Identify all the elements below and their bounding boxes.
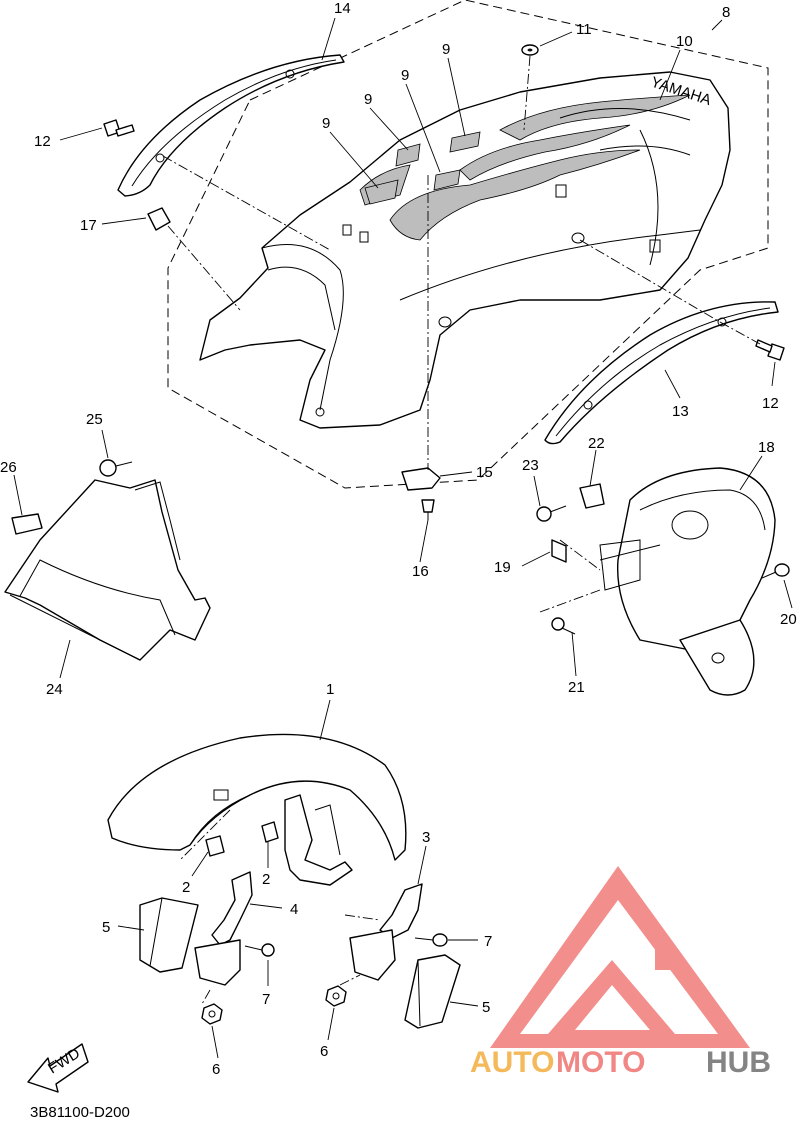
bracket-22	[579, 483, 605, 509]
callout-20: 20	[780, 611, 797, 628]
callout-5-b: 5	[482, 999, 490, 1016]
reflector-left	[139, 897, 199, 973]
diagram-code: 3B81100-D200	[30, 1104, 130, 1121]
bolt-25	[99, 459, 133, 477]
callout-22: 22	[588, 435, 605, 452]
callout-12-b: 12	[762, 395, 779, 412]
callout-17: 17	[80, 217, 97, 234]
callout-16: 16	[412, 563, 429, 580]
taillight-assembly	[599, 467, 776, 696]
callout-4: 4	[290, 901, 298, 918]
callout-26: 26	[0, 459, 17, 476]
grommet	[147, 207, 171, 231]
callout-9-c: 9	[364, 91, 372, 108]
watermark-hub: HUB	[706, 1046, 771, 1079]
callout-18: 18	[758, 439, 775, 456]
screw-16	[421, 499, 435, 520]
bolt-12-right	[755, 339, 785, 361]
callout-8: 8	[722, 4, 730, 21]
callout-13: 13	[672, 403, 689, 420]
washer	[521, 44, 539, 56]
screw-23	[536, 505, 567, 522]
callout-7-b: 7	[262, 991, 270, 1008]
callout-6-b: 6	[320, 1043, 328, 1060]
bolt-2-right	[261, 821, 279, 843]
bolt-7-right	[414, 933, 448, 947]
bolt-2-left	[205, 835, 225, 857]
lower-cover	[4, 479, 211, 661]
rear-fender-stay-left	[117, 54, 345, 197]
callout-24: 24	[46, 681, 63, 698]
callout-2-b: 2	[262, 871, 270, 888]
watermark-logo	[490, 866, 750, 1048]
bolt-7-left	[244, 943, 275, 957]
callout-3: 3	[422, 829, 430, 846]
rear-fender: YAMAHA	[199, 71, 731, 429]
reflector-right	[404, 954, 461, 1029]
bracket-19	[551, 539, 567, 563]
decal-pads	[364, 131, 481, 205]
callout-19: 19	[494, 559, 511, 576]
front-fender	[107, 733, 407, 861]
callout-9-a: 9	[442, 41, 450, 58]
front-fender-stay	[284, 794, 353, 886]
callout-2-a: 2	[182, 879, 190, 896]
rear-fender-group-boundary	[167, 0, 769, 489]
clip	[401, 467, 441, 491]
callout-21: 21	[568, 679, 585, 696]
callout-25: 25	[86, 411, 103, 428]
callout-11: 11	[576, 21, 592, 38]
front-fender-bracket-3	[349, 883, 423, 981]
callout-14: 14	[334, 0, 351, 17]
callout-6-a: 6	[212, 1061, 220, 1078]
bracket-26	[11, 513, 43, 535]
watermark-text: AUTO MOTO HUB	[470, 1046, 771, 1079]
watermark-auto: AUTO	[470, 1046, 554, 1079]
leader-lines	[13, 17, 793, 1059]
callout-23: 23	[522, 457, 539, 474]
screw-21	[551, 617, 576, 635]
callout-9-d: 9	[322, 115, 330, 132]
callout-15: 15	[476, 464, 493, 481]
bolt-12-left	[103, 119, 135, 137]
front-fender-bracket-4	[194, 871, 253, 986]
callout-1: 1	[326, 681, 334, 698]
callout-9-b: 9	[401, 67, 409, 84]
fwd-arrow-icon: FWD	[27, 1043, 89, 1093]
callout-5-a: 5	[102, 919, 110, 936]
watermark-moto: MOTO	[556, 1046, 645, 1079]
callout-12-a: 12	[34, 133, 51, 150]
nut-6-right	[325, 985, 347, 1007]
screw-20	[761, 563, 790, 579]
callout-7-a: 7	[484, 933, 492, 950]
rear-fender-stay-right	[544, 301, 779, 445]
callouts: 14 8 11 10 9 9 9 9 12 17 12 13 25 22 18 …	[0, 0, 797, 1078]
callout-10: 10	[676, 33, 693, 50]
nut-6-left	[201, 1003, 223, 1025]
